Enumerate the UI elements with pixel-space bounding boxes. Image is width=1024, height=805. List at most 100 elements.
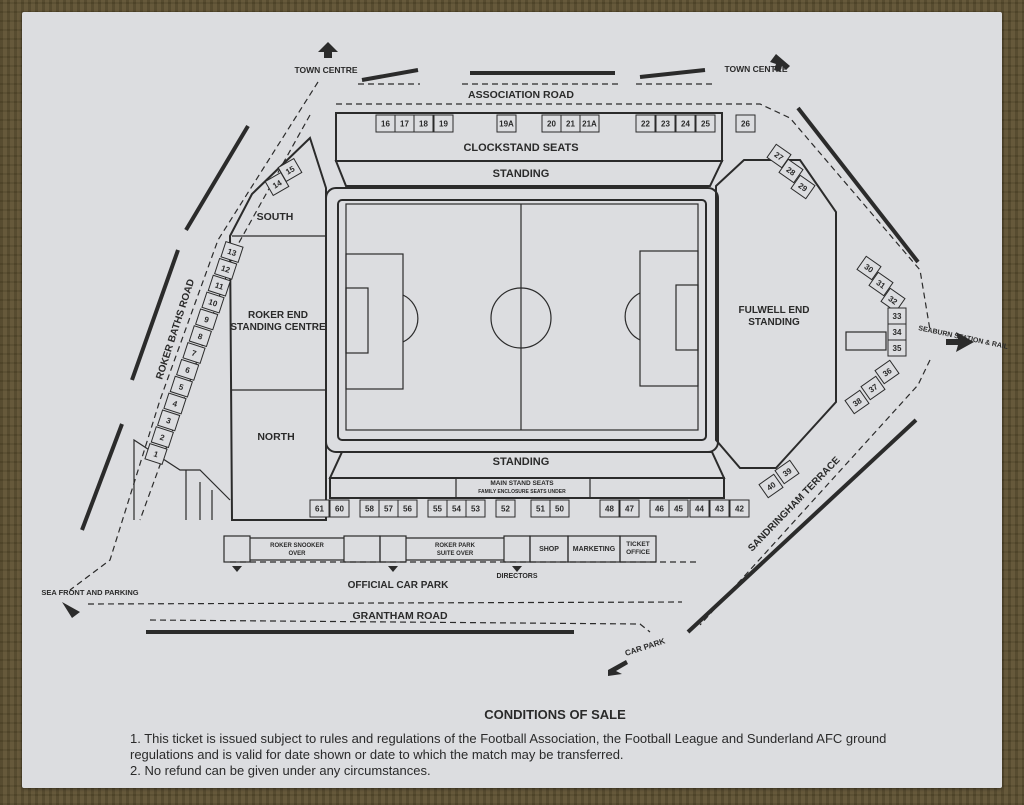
stand-south: SOUTH bbox=[257, 211, 294, 223]
stand-standing-top: STANDING bbox=[493, 168, 550, 180]
svg-text:35: 35 bbox=[893, 344, 902, 353]
condition-item-2: 2. No refund can be given under any circ… bbox=[130, 763, 431, 778]
turnstile-50: 50 bbox=[549, 499, 570, 518]
turnstile-32: 32 bbox=[880, 287, 906, 313]
stand-standing-bottom: STANDING bbox=[493, 456, 550, 468]
turnstile-31: 31 bbox=[868, 271, 894, 297]
turnstile-61: 61 bbox=[309, 499, 330, 518]
turnstile-16: 16 bbox=[375, 114, 396, 133]
turnstile-44: 44 bbox=[689, 499, 710, 518]
turnstile-13: 13 bbox=[220, 240, 244, 264]
svg-text:8: 8 bbox=[197, 332, 205, 342]
svg-text:50: 50 bbox=[555, 505, 564, 514]
arrow-up-icon bbox=[318, 42, 338, 58]
svg-text:1: 1 bbox=[152, 450, 160, 460]
turnstile-48: 48 bbox=[599, 499, 620, 518]
turnstile-21: 21 bbox=[560, 114, 581, 133]
turnstile-37: 37 bbox=[860, 375, 886, 401]
svg-text:46: 46 bbox=[655, 505, 664, 514]
stand-main-line2: FAMILY ENCLOSURE SEATS UNDER bbox=[478, 489, 566, 495]
svg-text:12: 12 bbox=[220, 264, 232, 275]
svg-text:43: 43 bbox=[715, 505, 724, 514]
arrow-down-left-icon-carpark bbox=[608, 660, 628, 676]
turnstile-2: 2 bbox=[150, 426, 174, 449]
turnstile-47: 47 bbox=[619, 499, 640, 518]
turnstile-42: 42 bbox=[729, 499, 750, 518]
turnstile-28: 28 bbox=[778, 158, 804, 184]
turnstile-60: 60 bbox=[329, 499, 350, 518]
svg-text:42: 42 bbox=[735, 505, 744, 514]
svg-text:5: 5 bbox=[178, 382, 186, 392]
svg-text:19: 19 bbox=[439, 120, 448, 129]
turnstile-55: 55 bbox=[427, 499, 448, 518]
condition-item-1: 1. This ticket is issued subject to rule… bbox=[130, 731, 887, 762]
turnstile-19A: 19A bbox=[496, 114, 517, 133]
sign-town-centre-left: TOWN CENTRE bbox=[294, 65, 357, 75]
turnstile-46: 46 bbox=[649, 499, 670, 518]
turnstile-7: 7 bbox=[182, 341, 206, 365]
turnstile-29: 29 bbox=[790, 174, 816, 200]
turnstile-18: 18 bbox=[413, 114, 434, 133]
svg-text:13: 13 bbox=[226, 247, 238, 258]
turnstile-6: 6 bbox=[176, 358, 200, 381]
turnstile-25: 25 bbox=[695, 114, 716, 133]
svg-text:4: 4 bbox=[171, 399, 179, 409]
turnstile-19: 19 bbox=[433, 114, 454, 133]
turnstile-39: 39 bbox=[774, 459, 800, 485]
turnstile-53: 53 bbox=[465, 499, 486, 518]
svg-text:18: 18 bbox=[419, 120, 428, 129]
turnstile-23: 23 bbox=[655, 114, 676, 133]
turnstile-34: 34 bbox=[887, 323, 907, 341]
turnstile-56: 56 bbox=[397, 499, 418, 518]
road-label-grantham: GRANTHAM ROAD bbox=[352, 610, 447, 622]
svg-text:55: 55 bbox=[433, 505, 442, 514]
turnstile-36: 36 bbox=[874, 359, 900, 385]
turnstile-51: 51 bbox=[530, 499, 551, 518]
conditions-title: CONDITIONS OF SALE bbox=[484, 707, 626, 722]
svg-text:3: 3 bbox=[165, 416, 173, 426]
turnstile-45: 45 bbox=[668, 499, 689, 518]
sign-sea-front: SEA FRONT AND PARKING bbox=[41, 588, 138, 597]
svg-text:20: 20 bbox=[547, 120, 556, 129]
svg-text:6: 6 bbox=[184, 365, 192, 375]
arrow-right-icon bbox=[946, 332, 974, 352]
turnstile-8: 8 bbox=[188, 325, 212, 348]
svg-text:16: 16 bbox=[381, 120, 390, 129]
svg-text:56: 56 bbox=[403, 505, 412, 514]
svg-text:33: 33 bbox=[893, 312, 902, 321]
svg-text:34: 34 bbox=[893, 328, 902, 337]
turnstile-20: 20 bbox=[541, 114, 562, 133]
svg-text:21A: 21A bbox=[582, 120, 597, 129]
turnstile-30: 30 bbox=[856, 255, 882, 281]
turnstile-26: 26 bbox=[735, 114, 756, 133]
conditions-of-sale: CONDITIONS OF SALE 1. This ticket is iss… bbox=[130, 707, 950, 779]
svg-text:19A: 19A bbox=[499, 120, 514, 129]
svg-text:60: 60 bbox=[335, 505, 344, 514]
facility-marketing: MARKETING bbox=[573, 546, 616, 553]
ground-outline bbox=[133, 112, 887, 521]
svg-text:58: 58 bbox=[365, 505, 374, 514]
svg-text:17: 17 bbox=[400, 120, 409, 129]
arrow-down-right-icon bbox=[770, 54, 790, 72]
svg-text:9: 9 bbox=[203, 315, 211, 325]
svg-text:24: 24 bbox=[681, 120, 690, 129]
road-label-association: ASSOCIATION ROAD bbox=[468, 89, 574, 101]
facility-official-car-park: OFFICIAL CAR PARK bbox=[348, 580, 450, 591]
svg-text:7: 7 bbox=[190, 349, 198, 359]
turnstile-14: 14 bbox=[264, 171, 290, 197]
turnstile-3: 3 bbox=[157, 409, 181, 432]
stand-clockstand: CLOCKSTAND SEATS bbox=[463, 142, 578, 154]
svg-text:23: 23 bbox=[661, 120, 670, 129]
direction-arrows bbox=[62, 42, 974, 676]
facility-shop: SHOP bbox=[539, 546, 559, 553]
svg-text:10: 10 bbox=[207, 297, 219, 308]
turnstile-24: 24 bbox=[675, 114, 696, 133]
